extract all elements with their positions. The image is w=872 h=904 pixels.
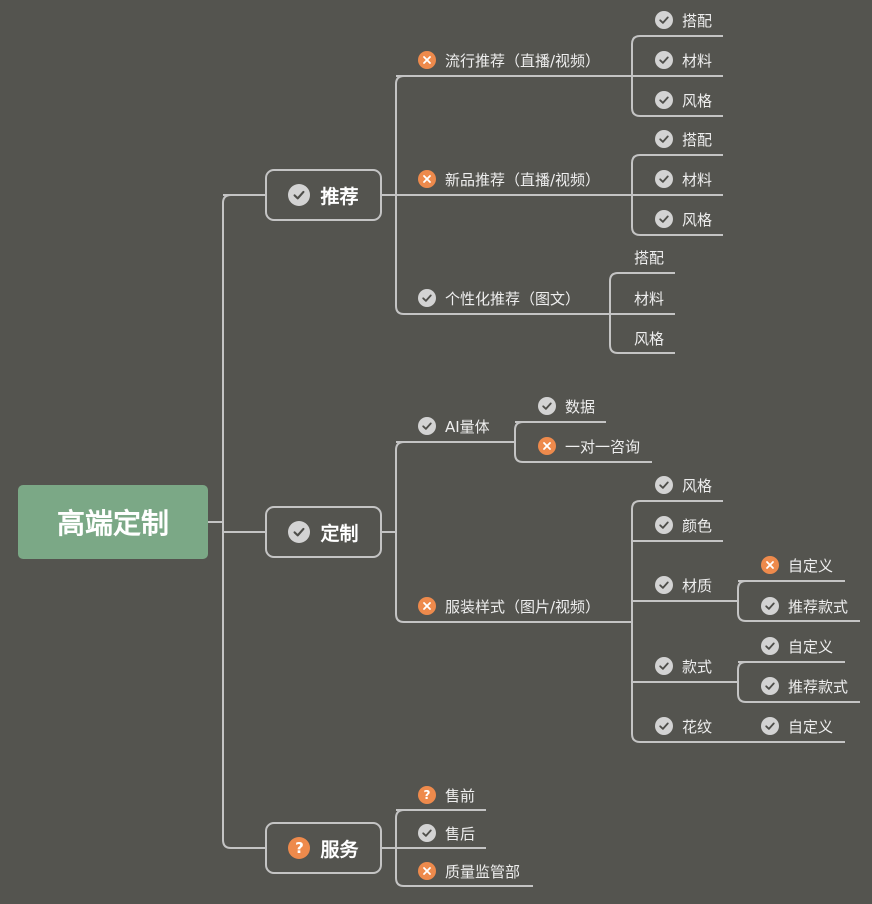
leaf-label: 材料 [634, 289, 665, 308]
leaf-huawen-custom[interactable]: 自定义 [761, 715, 833, 737]
node-ai-label: AI量体 [445, 417, 490, 436]
leaf-label: 质量监管部 [445, 862, 521, 881]
leaf-label: 自定义 [788, 637, 834, 656]
leaf-style-huawen[interactable]: 花纹 [655, 715, 712, 737]
node-newitem[interactable]: 新品推荐（直播/视频） [418, 168, 600, 190]
leaf-ai-data[interactable]: 数据 [538, 395, 595, 417]
leaf-ai-consult[interactable]: 一对一咨询 [538, 435, 640, 457]
leaf-personal-style[interactable]: 风格 [634, 327, 664, 349]
check-circle-icon [655, 170, 673, 188]
branch-service[interactable]: ? 服务 [265, 822, 382, 874]
leaf-trend-style[interactable]: 风格 [655, 89, 712, 111]
check-circle-icon [655, 51, 673, 69]
leaf-kuanshi-recommended[interactable]: 推荐款式 [761, 675, 848, 697]
check-circle-icon [418, 824, 436, 842]
check-circle-icon [761, 677, 779, 695]
cross-circle-icon [418, 862, 436, 880]
cross-circle-icon [538, 437, 556, 455]
leaf-label: 自定义 [788, 717, 834, 736]
node-garment-style[interactable]: 服装样式（图片/视频） [418, 595, 600, 617]
leaf-label: 一对一咨询 [565, 437, 641, 456]
leaf-newitem-material[interactable]: 材料 [655, 168, 712, 190]
leaf-trend-material[interactable]: 材料 [655, 49, 712, 71]
question-circle-icon: ? [418, 786, 436, 804]
check-circle-icon [655, 516, 673, 534]
check-circle-icon [761, 597, 779, 615]
branch-recommend-label: 推荐 [320, 185, 359, 208]
leaf-newitem-style[interactable]: 风格 [655, 208, 712, 230]
cross-circle-icon [418, 170, 436, 188]
leaf-newitem-match[interactable]: 搭配 [655, 128, 712, 150]
check-circle-icon [655, 11, 673, 29]
cross-circle-icon [418, 51, 436, 69]
leaf-caizhi-recommended[interactable]: 推荐款式 [761, 595, 848, 617]
leaf-label: 数据 [565, 397, 596, 416]
node-quality-dept[interactable]: 质量监管部 [418, 860, 520, 882]
leaf-label: 搭配 [682, 130, 713, 149]
check-circle-icon [288, 184, 311, 206]
check-circle-icon [655, 576, 673, 594]
leaf-label: 推荐款式 [788, 597, 849, 616]
leaf-label: 材质 [682, 576, 713, 595]
leaf-trend-match[interactable]: 搭配 [655, 9, 712, 31]
leaf-label: 售后 [445, 824, 476, 843]
leaf-label: 风格 [634, 329, 665, 348]
leaf-style-yanse[interactable]: 颜色 [655, 514, 712, 536]
check-circle-icon [761, 637, 779, 655]
branch-recommend[interactable]: 推荐 [265, 169, 382, 221]
branch-service-label: 服务 [320, 838, 359, 861]
leaf-label: 搭配 [682, 11, 713, 30]
node-trend[interactable]: 流行推荐（直播/视频） [418, 49, 600, 71]
leaf-style-caizhi[interactable]: 材质 [655, 574, 712, 596]
node-personal[interactable]: 个性化推荐（图文） [418, 287, 580, 309]
question-circle-icon: ? [288, 837, 311, 859]
leaf-label: 风格 [682, 91, 713, 110]
check-circle-icon [761, 717, 779, 735]
cross-circle-icon [761, 556, 779, 574]
leaf-label: 风格 [682, 476, 713, 495]
check-circle-icon [655, 91, 673, 109]
leaf-personal-match[interactable]: 搭配 [634, 246, 664, 268]
branch-custom-label: 定制 [320, 522, 359, 545]
node-presale[interactable]: ? 售前 [418, 784, 475, 806]
leaf-style-fengge[interactable]: 风格 [655, 474, 712, 496]
check-circle-icon [655, 657, 673, 675]
branch-custom[interactable]: 定制 [265, 506, 382, 558]
root-node[interactable]: 高端定制 [18, 485, 208, 559]
check-circle-icon [655, 210, 673, 228]
leaf-label: 花纹 [682, 717, 713, 736]
node-ai-measure[interactable]: AI量体 [418, 415, 490, 437]
leaf-label: 材料 [682, 170, 713, 189]
leaf-label: 风格 [682, 210, 713, 229]
check-circle-icon [538, 397, 556, 415]
leaf-label: 款式 [682, 657, 713, 676]
check-circle-icon [418, 417, 436, 435]
leaf-label: 搭配 [634, 248, 665, 267]
node-personal-label: 个性化推荐（图文） [445, 289, 581, 308]
leaf-label: 推荐款式 [788, 677, 849, 696]
check-circle-icon [288, 521, 311, 543]
node-aftersale[interactable]: 售后 [418, 822, 475, 844]
check-circle-icon [655, 476, 673, 494]
leaf-label: 颜色 [682, 516, 713, 535]
leaf-label: 售前 [445, 786, 476, 805]
check-circle-icon [655, 130, 673, 148]
node-newitem-label: 新品推荐（直播/视频） [445, 170, 601, 189]
leaf-caizhi-custom[interactable]: 自定义 [761, 554, 833, 576]
leaf-label: 材料 [682, 51, 713, 70]
check-circle-icon [418, 289, 436, 307]
check-circle-icon [655, 717, 673, 735]
root-label: 高端定制 [56, 507, 169, 540]
leaf-kuanshi-custom[interactable]: 自定义 [761, 635, 833, 657]
leaf-personal-material[interactable]: 材料 [634, 287, 664, 309]
leaf-style-kuanshi[interactable]: 款式 [655, 655, 712, 677]
node-trend-label: 流行推荐（直播/视频） [445, 51, 601, 70]
leaf-label: 自定义 [788, 556, 834, 575]
cross-circle-icon [418, 597, 436, 615]
node-style-label: 服装样式（图片/视频） [445, 597, 601, 616]
